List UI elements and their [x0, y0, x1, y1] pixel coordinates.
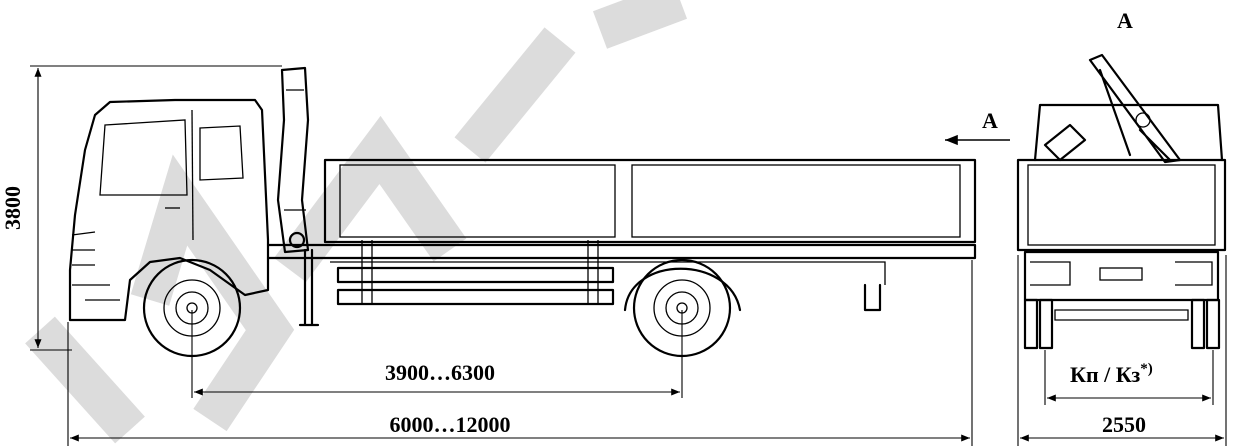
- rear-view: [1016, 53, 1227, 350]
- cab-outline: [68, 98, 270, 322]
- side-tank-upper: [336, 266, 615, 284]
- chassis-rail: [330, 261, 886, 285]
- rear-wheels: [1023, 298, 1221, 350]
- rear-crane-pivot: [1135, 112, 1151, 128]
- rear-cab-top: [1033, 103, 1224, 162]
- cargo-panel-right: [631, 164, 961, 238]
- rear-body-panel: [1027, 164, 1216, 246]
- rear-plate: [1099, 267, 1143, 281]
- chassis-frame: [266, 243, 977, 260]
- track-label: Кп / Кз*): [1070, 361, 1153, 387]
- rear-chassis: [1023, 250, 1220, 302]
- total-length-label: 6000…12000: [390, 412, 511, 437]
- view-label: A: [1117, 8, 1133, 33]
- tank-brackets: [361, 240, 599, 305]
- rear-support: [863, 283, 882, 312]
- dimension-lines: [30, 65, 973, 446]
- cab-window-front: [99, 119, 188, 196]
- rear-lights: [1030, 261, 1213, 286]
- track-text: Кп / Кз: [1070, 362, 1140, 387]
- crane-column: [276, 66, 310, 254]
- arrow-label: A: [982, 108, 998, 133]
- rear-dimension-lines: [1017, 255, 1227, 446]
- watermark: [25, 0, 688, 444]
- crane-stabilizer: [298, 248, 320, 327]
- side-view: [68, 66, 977, 358]
- track-note: *): [1140, 361, 1153, 377]
- cab-window-rear: [199, 125, 244, 181]
- crane-pivot: [288, 231, 306, 249]
- rear-crane-arm: [1043, 123, 1087, 162]
- wheelbase-label: 3900…6300: [385, 360, 495, 385]
- cab-door-line: [191, 109, 194, 241]
- width-label: 2550: [1102, 412, 1146, 437]
- rear-body: [1016, 158, 1227, 252]
- cargo-panel-left: [339, 164, 616, 238]
- cargo-body: [323, 158, 977, 244]
- height-label: 3800: [0, 186, 25, 230]
- side-tank-lower: [336, 288, 615, 306]
- crane-detail: [284, 89, 306, 211]
- rear-crane-boom: [1088, 53, 1182, 164]
- cab-grille: [71, 231, 120, 301]
